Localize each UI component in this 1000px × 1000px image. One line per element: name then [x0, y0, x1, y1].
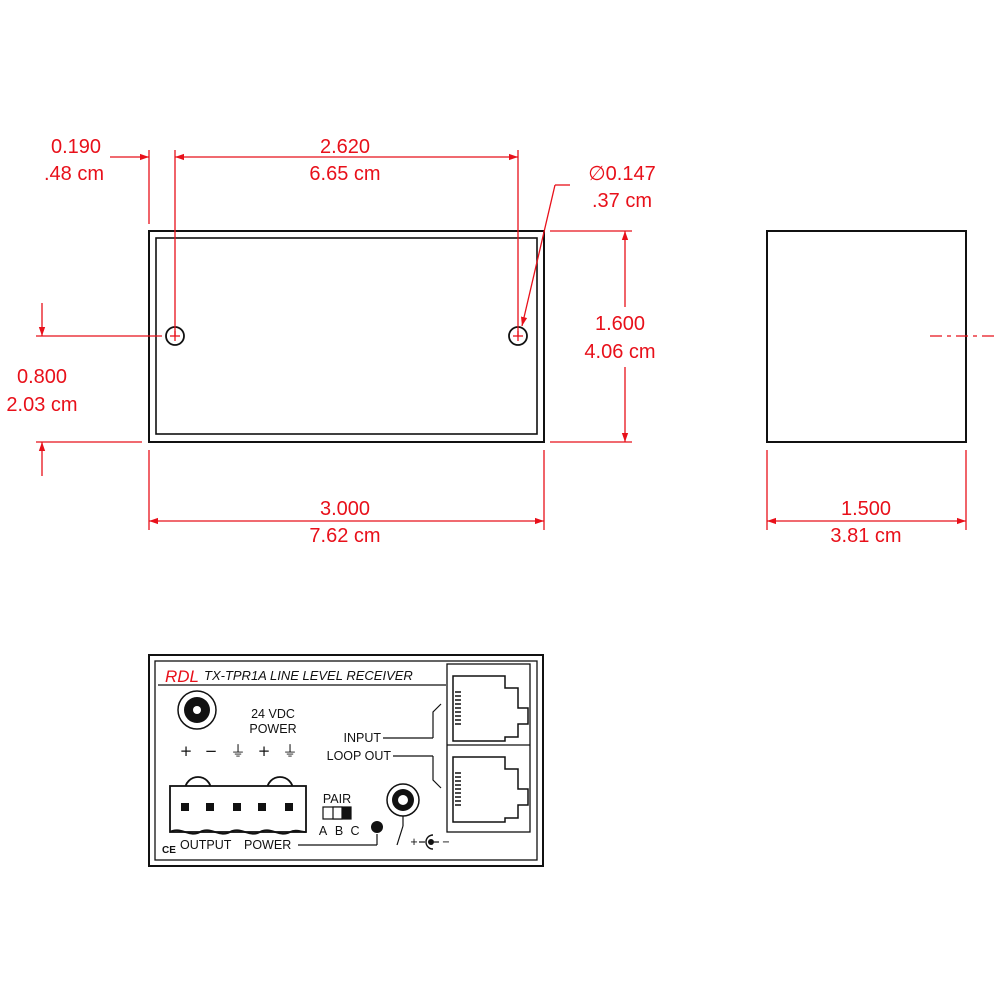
hole-offset-inch-label: 0.190	[51, 136, 101, 158]
brand-logo: RDL	[165, 667, 199, 686]
pair-option-c: C	[350, 824, 359, 838]
dimension-width: 3.000 7.62 cm	[148, 450, 545, 547]
front-panel-outer	[148, 654, 544, 867]
rj45-column	[446, 663, 531, 833]
hole-offset-cm-label: .48 cm	[44, 163, 104, 185]
hole-diameter-cm-label: .37 cm	[592, 190, 652, 212]
power-jack-label: POWER	[249, 722, 296, 736]
dimension-hole-height: 0.800 2.03 cm	[6, 303, 162, 476]
terminal-plus-symbol: +	[180, 742, 193, 760]
hole-height-inch-label: 0.800	[17, 366, 67, 388]
dc-polarity-icon: + −	[410, 834, 450, 850]
ground-icon-2: ⏚	[282, 742, 297, 760]
top-view-inner-outline	[155, 237, 538, 435]
input-label: INPUT	[344, 731, 382, 745]
vdc-label: 24 VDC	[251, 707, 295, 721]
led-indicator-icon	[371, 821, 383, 833]
top-view: 0.190 .48 cm 2.620 6.65 cm ∅0.147 .37 cm…	[6, 136, 655, 547]
hole-height-cm-label: 2.03 cm	[6, 394, 77, 416]
height-cm-label: 4.06 cm	[584, 341, 655, 363]
input-bracket	[432, 703, 442, 738]
top-view-outer-outline	[148, 230, 545, 443]
loop-out-bracket	[432, 756, 442, 789]
dc-plus-label: +	[410, 835, 417, 849]
hole-spacing-inch-label: 2.620	[320, 136, 370, 158]
rj45-jack-input[interactable]	[452, 675, 529, 742]
hole-spacing-cm-label: 6.65 cm	[309, 163, 380, 185]
pair-option-a: A	[319, 824, 328, 838]
ground-icon: ⏚	[230, 742, 245, 760]
terminal-plus-symbol-2: +	[258, 742, 271, 760]
dip-switch-icon[interactable]	[322, 806, 352, 820]
power-jack-icon[interactable]	[177, 690, 217, 730]
pair-label: PAIR	[323, 792, 351, 806]
power-label: POWER	[244, 838, 291, 852]
dimension-height: 1.600 4.06 cm	[550, 230, 656, 443]
dimension-hole-offset: 0.190 .48 cm	[44, 136, 176, 336]
model-title: TX-TPR1A LINE LEVEL RECEIVER	[204, 668, 413, 683]
ce-mark: CE	[162, 845, 176, 856]
output-label: OUTPUT	[180, 838, 232, 852]
depth-cm-label: 3.81 cm	[830, 525, 901, 547]
side-view: 1.500 3.81 cm	[766, 230, 998, 547]
front-panel-inner	[154, 660, 538, 861]
loop-out-label: LOOP OUT	[327, 749, 392, 763]
terminal-block-icon[interactable]	[169, 776, 307, 835]
dimension-depth: 1.500 3.81 cm	[766, 450, 967, 547]
width-cm-label: 7.62 cm	[309, 525, 380, 547]
terminal-minus-symbol: −	[205, 742, 218, 760]
height-inch-label: 1.600	[595, 313, 645, 335]
dc-minus-label: −	[442, 835, 449, 849]
hole-diameter-inch-label: ∅0.147	[588, 163, 655, 185]
dimension-hole-spacing: 2.620 6.65 cm	[175, 136, 519, 336]
depth-inch-label: 1.500	[841, 498, 891, 520]
rj45-jack-loop-out[interactable]	[452, 756, 529, 823]
width-inch-label: 3.000	[320, 498, 370, 520]
pair-option-b: B	[335, 824, 343, 838]
front-panel: RDL TX-TPR1A LINE LEVEL RECEIVER 24 VDC …	[148, 654, 544, 867]
dimension-hole-diameter: ∅0.147 .37 cm	[520, 163, 656, 327]
phono-jack-icon[interactable]	[386, 783, 420, 817]
